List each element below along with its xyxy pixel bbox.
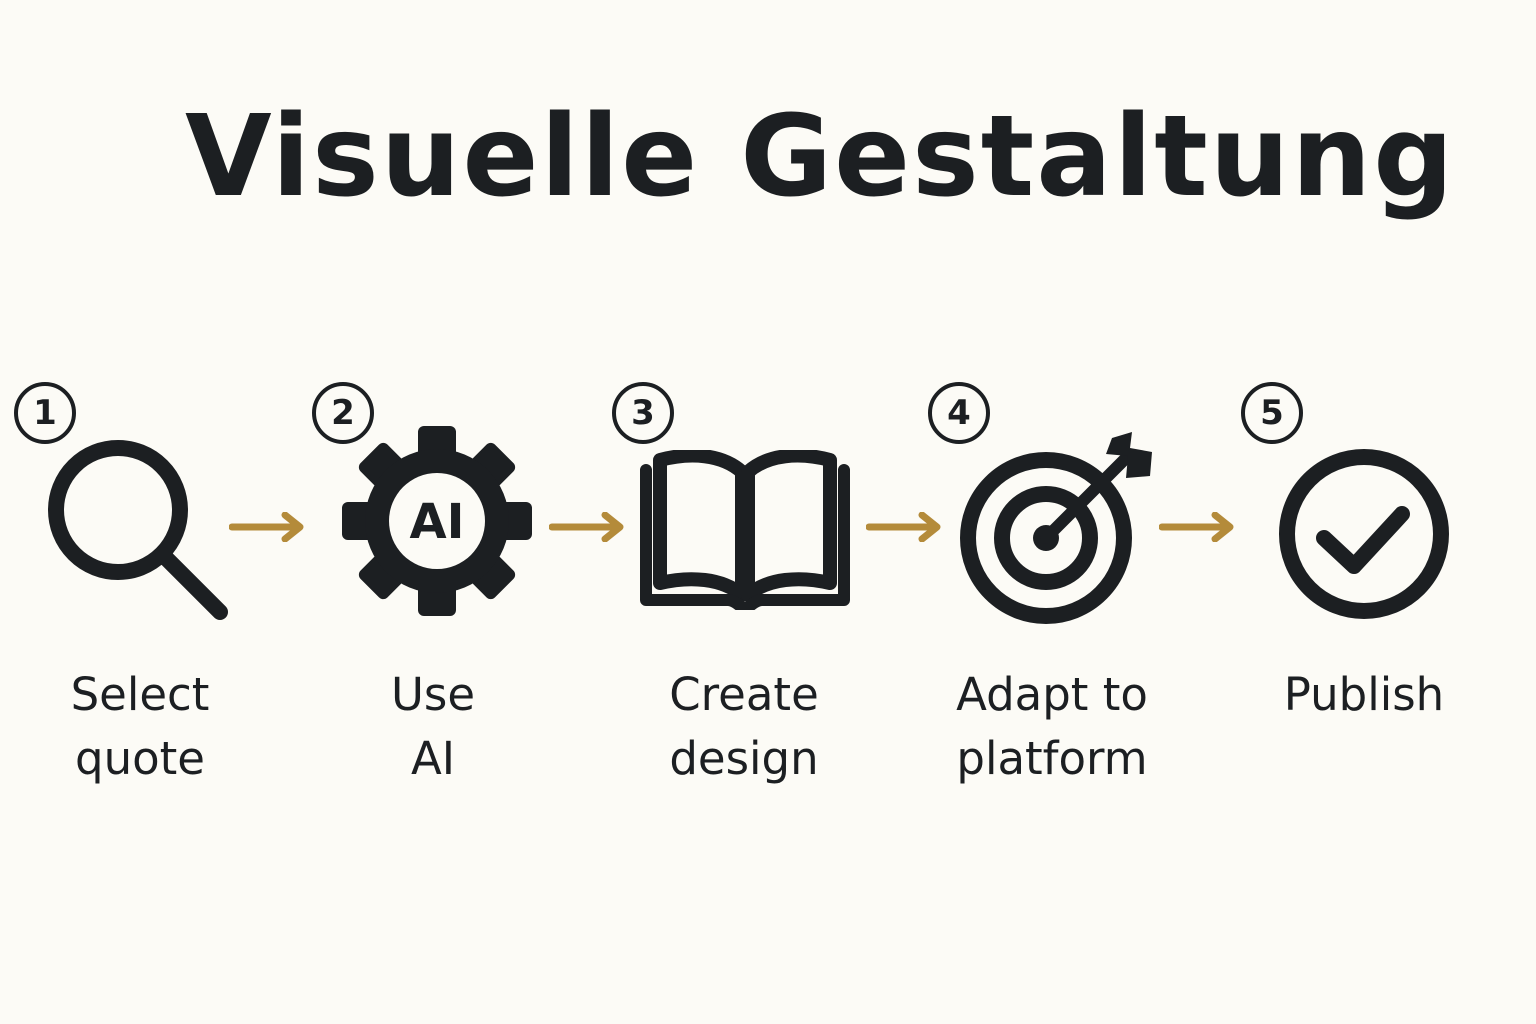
step-number-badge: 2	[312, 382, 374, 444]
step-label: Select quote	[70, 668, 210, 785]
step-label: Use AI	[390, 668, 476, 785]
arrow-right-icon	[549, 512, 624, 542]
step-number-badge: 1	[14, 382, 76, 444]
arrow-right-icon	[866, 512, 941, 542]
step-number-badge: 4	[928, 382, 990, 444]
ai-gear-icon: AI	[342, 426, 532, 616]
workflow-steps: 1 Select quote 2 AI	[0, 360, 1536, 840]
step-number-badge: 5	[1241, 382, 1303, 444]
step-label: Create design	[669, 668, 819, 785]
target-arrow-icon	[960, 432, 1152, 624]
step-number-badge: 3	[612, 382, 674, 444]
ai-gear-label: AI	[409, 494, 464, 550]
arrow-right-icon	[1159, 512, 1234, 542]
arrow-right-icon	[229, 512, 304, 542]
check-circle-icon	[1279, 449, 1449, 619]
step-label: Publish	[1283, 668, 1445, 721]
diagram-title: Visuelle Gestaltung	[185, 92, 1456, 222]
step-label: Adapt to platform	[956, 668, 1148, 785]
search-icon	[48, 440, 228, 620]
open-book-icon	[640, 450, 850, 610]
